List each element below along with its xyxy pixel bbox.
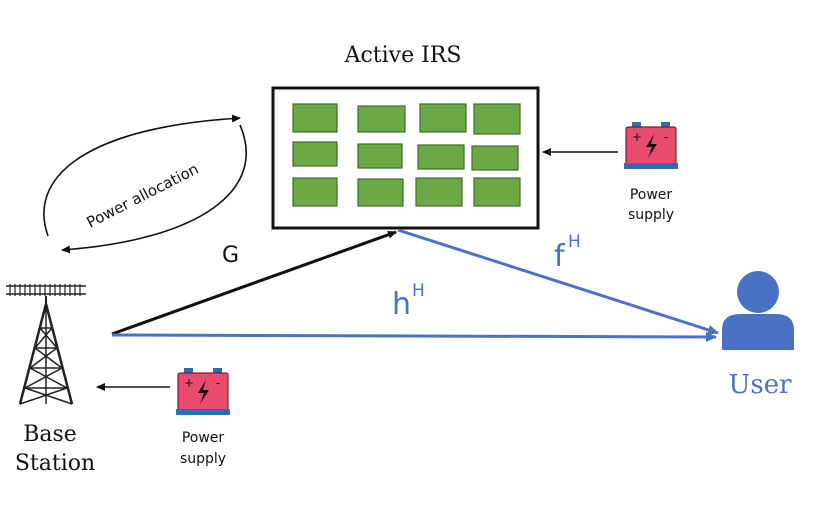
base-station-label-line2: Station <box>15 451 95 476</box>
svg-text:-: - <box>216 376 220 390</box>
irs-panel <box>271 86 540 230</box>
channel-f-label: f H <box>554 232 581 274</box>
power-supply-irs-line2: supply <box>628 207 674 223</box>
channel-g-label: G <box>222 243 239 268</box>
irs-element <box>292 177 338 207</box>
irs-element <box>415 177 463 207</box>
user-label: User <box>728 370 792 400</box>
irs-element <box>357 143 403 169</box>
irs-element <box>357 178 404 207</box>
channel-g-arrow <box>111 230 397 336</box>
channel-f-superscript: H <box>568 232 581 252</box>
power-allocation-loop: Power allocation <box>43 114 247 254</box>
irs-element <box>292 141 338 167</box>
irs-element <box>417 144 465 170</box>
irs-element <box>419 103 467 133</box>
channel-f-base: f <box>554 239 566 274</box>
channel-h-label: h H <box>392 281 425 322</box>
irs-element <box>292 103 338 133</box>
channel-f-arrow <box>397 228 719 335</box>
battery-icon: + - <box>176 368 230 415</box>
user-icon <box>722 271 794 350</box>
base-station-label-line1: Base <box>23 422 77 447</box>
channel-h-base: h <box>392 287 411 322</box>
svg-text:-: - <box>664 130 668 144</box>
tower-icon <box>6 284 86 405</box>
svg-text:+: + <box>632 130 642 144</box>
power-allocation-label: Power allocation <box>84 160 202 232</box>
power-supply-irs-line1: Power <box>630 187 673 203</box>
irs-element <box>473 177 521 207</box>
channel-h-superscript: H <box>412 281 425 301</box>
battery-icon: + - <box>624 122 678 169</box>
irs-title: Active IRS <box>344 43 462 68</box>
irs-element <box>357 105 406 133</box>
svg-text:+: + <box>184 376 194 390</box>
irs-element <box>471 145 519 171</box>
irs-elements <box>292 103 521 207</box>
power-supply-bs-line2: supply <box>180 451 226 467</box>
irs-element <box>473 103 521 135</box>
channel-h-arrow <box>111 331 717 342</box>
power-supply-bs-line1: Power <box>182 430 225 446</box>
